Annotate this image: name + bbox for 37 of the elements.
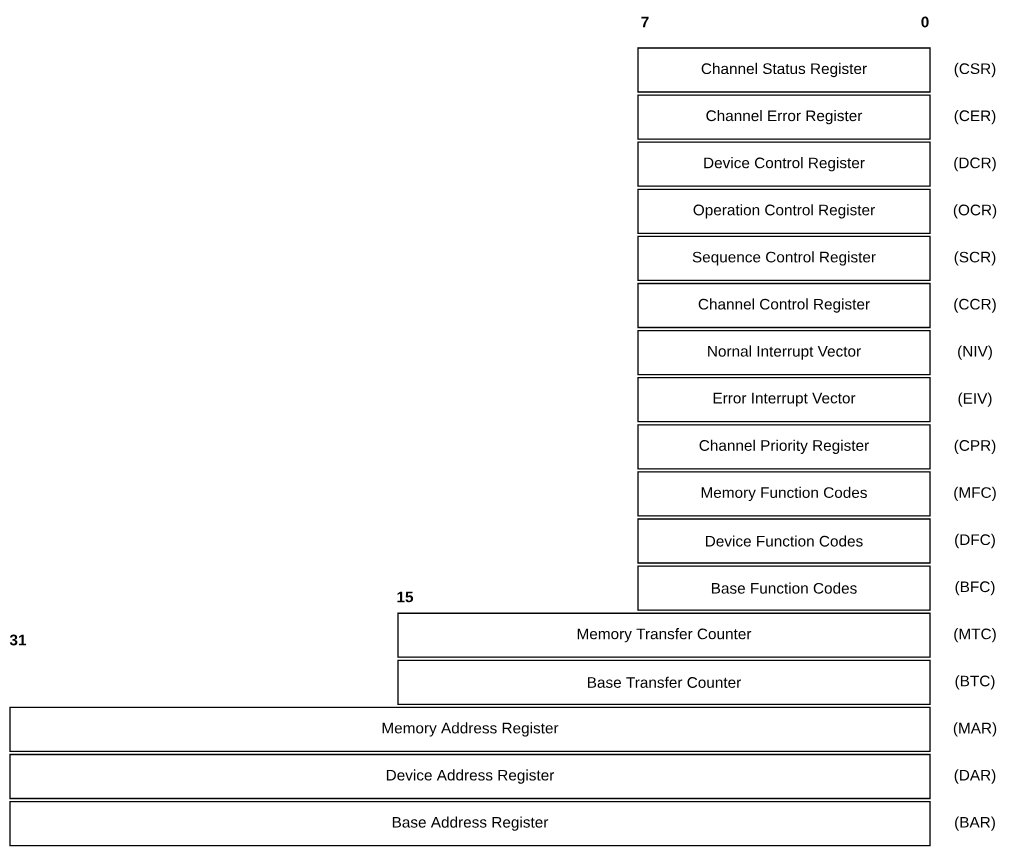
register-box: Operation Control Register (637, 188, 931, 234)
register-box: Device Function Codes (637, 518, 931, 564)
register-abbreviation: (BTC) (955, 675, 995, 690)
register-box: Sequence Control Register (637, 235, 931, 282)
register-box: Channel Control Register (637, 282, 931, 329)
register-box: Device Control Register (637, 141, 931, 187)
register-abbreviation: (CPR) (954, 439, 996, 454)
register-abbreviation: (EIV) (958, 392, 992, 407)
register-box: Channel Priority Register (637, 424, 931, 470)
register-abbreviation: (CER) (954, 109, 996, 125)
register-box: Nornal Interrupt Vector (637, 329, 931, 376)
register-box: Memory Address Register (9, 706, 931, 753)
register-box: Memory Transfer Counter (397, 612, 931, 658)
register-abbreviation: (CSR) (954, 62, 996, 78)
register-box: Channel Error Register (637, 94, 931, 140)
register-abbreviation: (DAR) (954, 769, 996, 784)
register-abbreviation: (OCR) (953, 204, 997, 219)
register-abbreviation: (DCR) (954, 157, 996, 172)
register-abbreviation: (CCR) (954, 298, 996, 313)
bit-number: 7 (641, 16, 649, 28)
register-abbreviation: (SCR) (954, 251, 996, 266)
register-abbreviation: (MAR) (953, 722, 997, 737)
register-abbreviation: (MFC) (954, 486, 996, 502)
register-box: Channel Status Register (637, 47, 931, 93)
register-abbreviation: (NIV) (958, 345, 992, 360)
register-box: Base Function Codes (637, 565, 931, 611)
bit-number: 31 (9, 634, 27, 646)
register-abbreviation: (DFC) (955, 533, 995, 549)
register-box: Device Address Register (9, 753, 931, 800)
register-box: Base Transfer Counter (397, 659, 931, 705)
bit-number: 0 (921, 16, 929, 28)
register-box: Base Address Register (9, 800, 931, 847)
register-abbreviation: (BAR) (955, 816, 995, 831)
register-abbreviation: (MTC) (954, 628, 996, 643)
register-abbreviation: (BFC) (955, 580, 995, 596)
register-box: Memory Function Codes (637, 471, 931, 517)
register-box: Error Interrupt Vector (637, 377, 931, 423)
